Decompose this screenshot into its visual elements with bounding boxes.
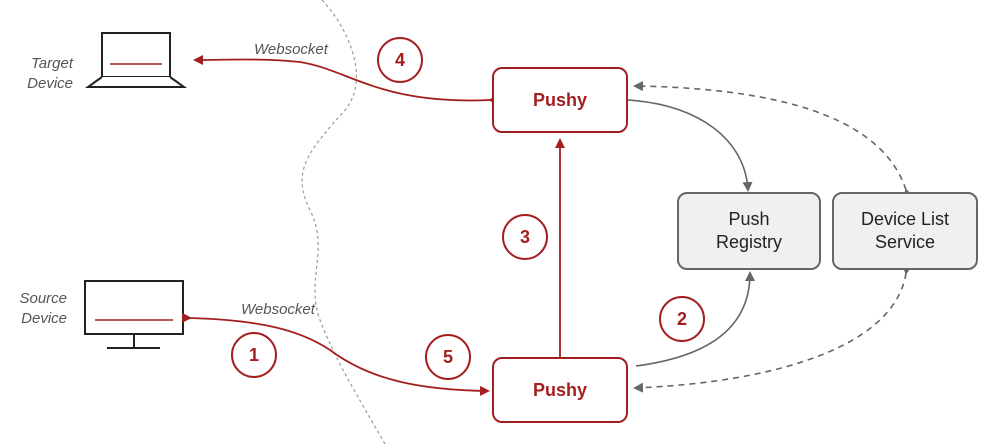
websocket-connection-bottom — [181, 312, 490, 396]
pushy-server-top[interactable]: Pushy — [492, 67, 628, 133]
monitor-icon — [84, 280, 184, 349]
step-badge-3: 3 — [502, 214, 548, 260]
network-boundary-line — [301, 0, 386, 444]
step-badge-2: 2 — [659, 296, 705, 342]
push-registry-label-line1: Push — [728, 209, 770, 229]
device-list-label-line1: Device List — [860, 209, 950, 229]
target-device-label-line2: Device — [27, 75, 73, 92]
registry-lookup-arrow — [627, 99, 753, 192]
pushy-top-label: Pushy — [532, 89, 588, 110]
source-device-label-line2: Device — [21, 310, 67, 327]
device-list-label-line2: Service — [874, 232, 936, 252]
laptop-icon — [84, 32, 188, 88]
step-badge-1: 1 — [231, 332, 277, 378]
push-registry-label-line2: Registry — [715, 232, 782, 252]
step-badge-5: 5 — [425, 334, 471, 380]
pushy-server-bottom[interactable]: Pushy — [492, 357, 628, 423]
push-registry-node[interactable]: Push Registry — [677, 192, 821, 270]
device-list-dashed-bottom — [633, 264, 913, 393]
source-device-label: Source Device — [0, 289, 67, 329]
device-list-service-node[interactable]: Device List Service — [832, 192, 978, 270]
target-device-label: Target Device — [3, 54, 73, 94]
websocket-label-bottom: Websocket — [241, 301, 315, 318]
step-badge-4: 4 — [377, 37, 423, 83]
source-device-label-line1: Source — [19, 290, 67, 307]
device-list-dashed-top — [633, 81, 914, 200]
target-device-label-line1: Target — [31, 55, 73, 72]
websocket-connection-top — [193, 54, 499, 105]
pushy-bottom-label: Pushy — [532, 379, 588, 400]
websocket-label-top: Websocket — [254, 41, 328, 58]
